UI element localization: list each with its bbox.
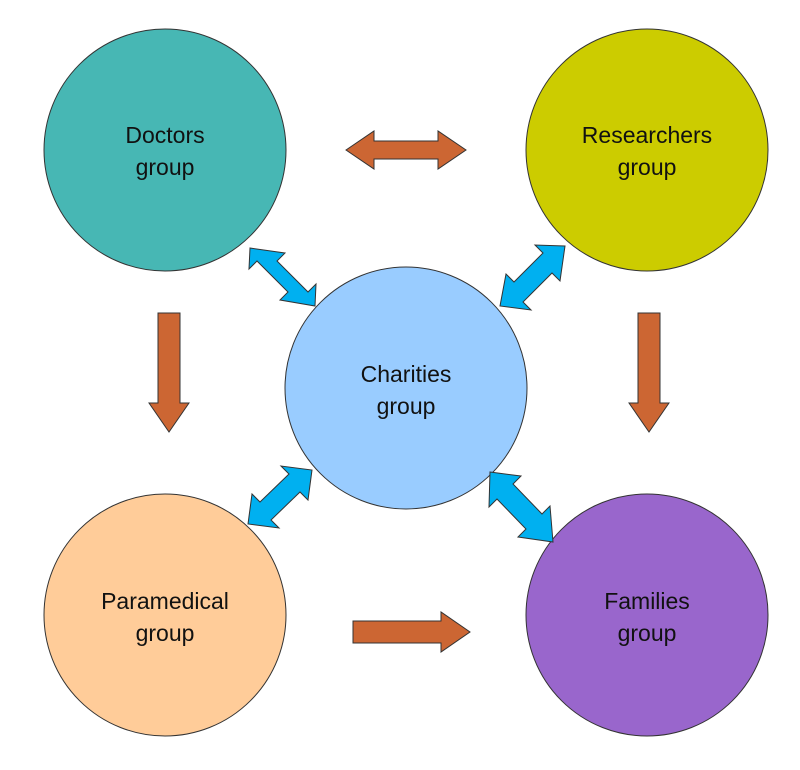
double-arrow-doctors-researchers xyxy=(345,130,467,170)
double-arrow-charities-paramedical xyxy=(247,465,313,529)
node-families-label-line2: group xyxy=(618,620,677,646)
node-researchers-circle xyxy=(525,28,769,272)
double-arrow-charities-doctors xyxy=(248,247,317,307)
arrow-paramedical-to-families xyxy=(352,611,471,653)
node-families-label-line1: Families xyxy=(604,588,690,614)
double-arrow-charities-families xyxy=(488,471,554,543)
double-arrow-charities-researchers xyxy=(499,244,566,311)
node-doctors-label-line1: Doctors xyxy=(125,122,204,148)
node-charities: Charities group xyxy=(284,266,528,510)
node-charities-circle xyxy=(284,266,528,510)
node-doctors: Doctors group xyxy=(43,28,287,272)
node-paramedical-label-line1: Paramedical xyxy=(101,588,229,614)
node-families-circle xyxy=(525,493,769,737)
arrow-researchers-to-families xyxy=(628,312,670,433)
node-researchers: Researchers group xyxy=(525,28,769,272)
arrow-doctors-to-paramedical xyxy=(148,312,190,433)
node-paramedical-label-line2: group xyxy=(136,620,195,646)
node-paramedical-circle xyxy=(43,493,287,737)
node-charities-label-line1: Charities xyxy=(361,361,452,387)
node-researchers-label-line2: group xyxy=(618,154,677,180)
node-charities-label-line2: group xyxy=(377,393,436,419)
node-doctors-label-line2: group xyxy=(136,154,195,180)
node-paramedical: Paramedical group xyxy=(43,493,287,737)
node-families: Families group xyxy=(525,493,769,737)
node-researchers-label-line1: Researchers xyxy=(582,122,712,148)
node-doctors-circle xyxy=(43,28,287,272)
